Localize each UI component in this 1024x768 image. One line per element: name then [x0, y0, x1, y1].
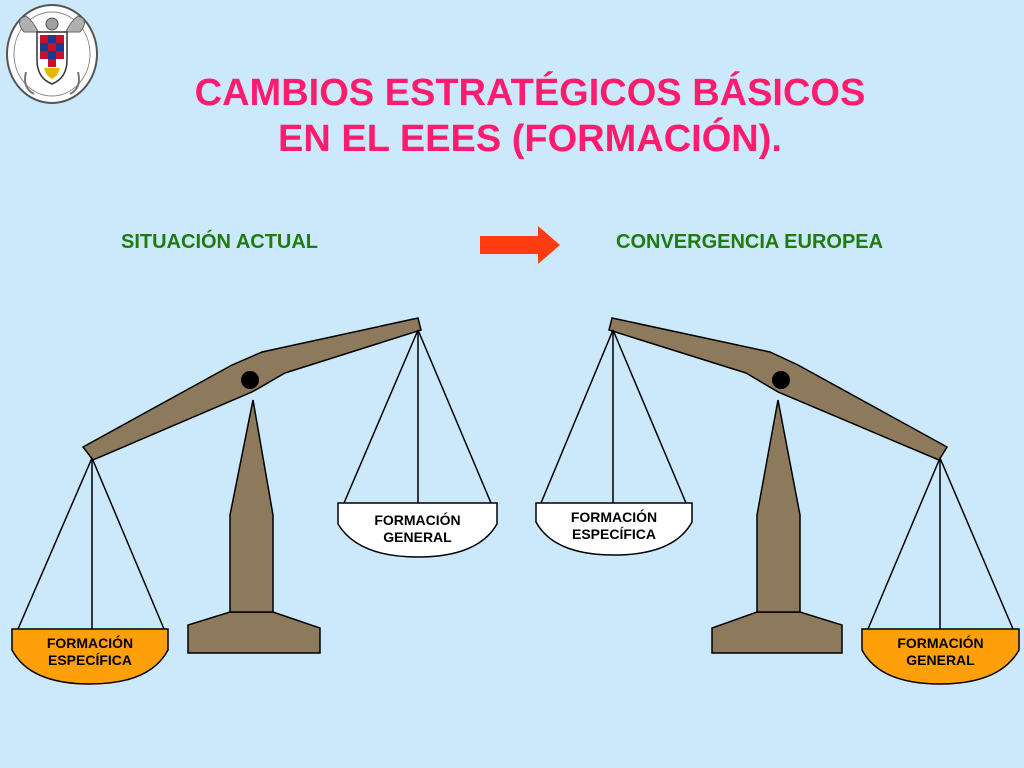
title-line-1: CAMBIOS ESTRATÉGICOS BÁSICOS: [194, 72, 866, 114]
heading-european-convergence: CONVERGENCIA EUROPEA: [616, 231, 884, 253]
right-high-pan-label: FORMACIÓN ESPECÍFICA: [538, 509, 690, 543]
left-high-pan-line-1: FORMACIÓN: [374, 512, 461, 528]
slide-title: CAMBIOS ESTRATÉGICOS BÁSICOS EN EL EEES …: [100, 70, 960, 162]
left-low-pan-label: FORMACIÓN ESPECÍFICA: [14, 635, 166, 669]
right-scale-post: [756, 399, 801, 613]
heading-current-situation: SITUACIÓN ACTUAL: [121, 231, 319, 253]
left-low-pan-line-1: FORMACIÓN: [46, 635, 134, 651]
right-scale-low-pan: [861, 628, 1020, 685]
right-low-pan-line-1: FORMACIÓN: [897, 635, 984, 651]
left-low-pan-line-2: ESPECÍFICA: [47, 652, 132, 668]
right-arrow-icon: [480, 226, 560, 264]
right-scale-base: [711, 611, 843, 654]
left-scale-low-pan: [11, 628, 169, 685]
university-crest-icon: [6, 4, 98, 104]
left-scale-post: [229, 399, 274, 613]
left-scale-high-pan: [337, 502, 498, 558]
right-low-pan-line-2: GENERAL: [906, 652, 975, 668]
right-scale-high-pan: [535, 502, 693, 556]
title-line-2: EN EL EEES (FORMACIÓN).: [278, 118, 782, 160]
right-high-pan-line-2: ESPECÍFICA: [571, 526, 656, 542]
left-scale-base: [187, 611, 321, 654]
left-scale: [11, 317, 498, 685]
right-high-pan-line-1: FORMACIÓN: [570, 509, 658, 525]
left-scale-beam: [81, 317, 422, 461]
right-scale-pivot: [772, 371, 790, 389]
left-high-pan-label: FORMACIÓN GENERAL: [340, 512, 495, 546]
right-scale: [535, 317, 1020, 685]
left-scale-pivot: [241, 371, 259, 389]
left-high-pan-line-2: GENERAL: [383, 529, 452, 545]
right-low-pan-label: FORMACIÓN GENERAL: [864, 635, 1017, 669]
